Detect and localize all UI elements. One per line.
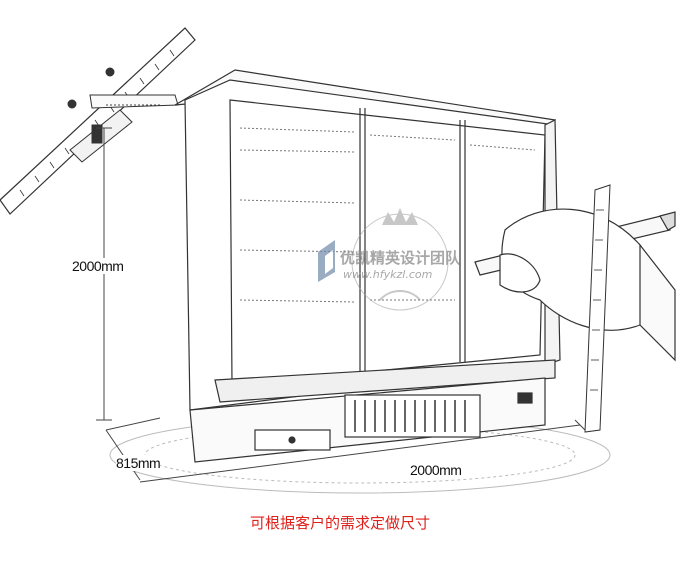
height-dimension-label: 2000mm — [72, 258, 124, 274]
width-dimension-line — [139, 419, 586, 483]
display-cabinet — [174, 69, 561, 463]
height-dimension-line — [96, 104, 160, 421]
measuring-tape-right — [584, 184, 611, 433]
watermark-emblem — [351, 208, 449, 311]
custom-size-caption: 可根据客户的需求定做尺寸 — [249, 514, 430, 532]
hand-with-pencil — [474, 208, 676, 362]
watermark-url-text: www.hfykzl.com — [343, 268, 433, 281]
watermark-logo-icon — [318, 240, 335, 282]
measuring-tape-left — [0, 27, 196, 215]
depth-dimension-label: 815mm — [116, 455, 161, 471]
watermark-brand-text: 优凯精英设计团队 — [340, 249, 461, 267]
width-dimension-label: 2000mm — [410, 462, 462, 478]
